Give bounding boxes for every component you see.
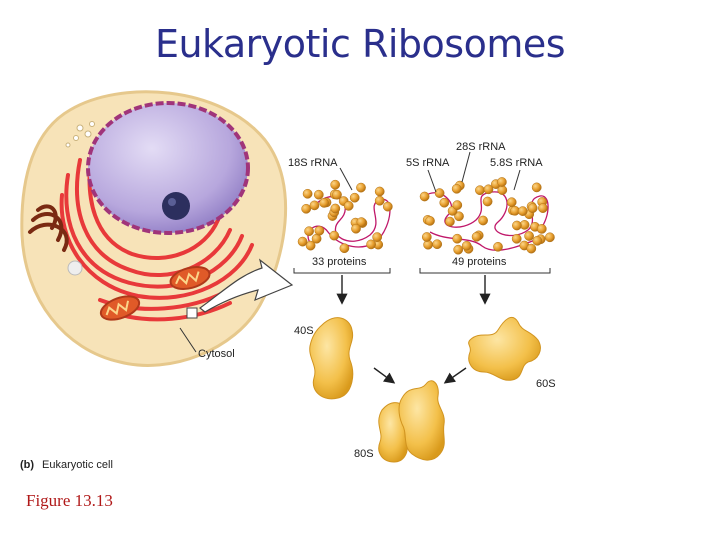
protein-sphere bbox=[497, 177, 506, 186]
rrna-28s-leader bbox=[462, 152, 470, 182]
protein-sphere bbox=[350, 193, 359, 202]
protein-sphere bbox=[422, 232, 431, 241]
protein-sphere bbox=[512, 221, 521, 230]
protein-sphere bbox=[545, 233, 554, 242]
large-bracket bbox=[420, 268, 550, 273]
small-bracket bbox=[294, 268, 390, 273]
protein-sphere bbox=[479, 216, 488, 225]
rrna-18s-label: 18S rRNA bbox=[288, 157, 338, 169]
protein-sphere bbox=[525, 231, 534, 240]
subunit-60s bbox=[469, 317, 541, 380]
eukaryotic-cell bbox=[22, 92, 286, 366]
protein-sphere bbox=[498, 186, 507, 195]
protein-sphere bbox=[518, 207, 527, 216]
part-letter: (b) bbox=[20, 459, 34, 471]
protein-sphere bbox=[484, 185, 493, 194]
subunit-40s-label: 40S bbox=[294, 325, 314, 337]
protein-sphere bbox=[528, 204, 537, 213]
protein-sphere bbox=[332, 190, 341, 199]
protein-spheres bbox=[298, 180, 392, 253]
zoom-box bbox=[187, 308, 197, 318]
protein-sphere bbox=[375, 187, 384, 196]
rrna-5s-label: 5S rRNA bbox=[406, 157, 450, 169]
protein-sphere bbox=[454, 245, 463, 254]
protein-sphere bbox=[493, 242, 502, 251]
large-proteins-label: 49 proteins bbox=[452, 256, 507, 268]
protein-sphere bbox=[315, 226, 324, 235]
protein-sphere bbox=[453, 234, 462, 243]
cell-caption: Eukaryotic cell bbox=[42, 459, 113, 471]
cytosol-label: Cytosol bbox=[198, 348, 235, 360]
protein-sphere bbox=[435, 189, 444, 198]
rrna-28s-label: 28S rRNA bbox=[456, 141, 506, 153]
protein-sphere bbox=[483, 197, 492, 206]
protein-sphere bbox=[507, 198, 516, 207]
protein-sphere bbox=[373, 233, 382, 242]
protein-sphere bbox=[330, 231, 339, 240]
ribosome-80s-label: 80S bbox=[354, 448, 374, 460]
protein-sphere bbox=[303, 189, 312, 198]
protein-sphere bbox=[331, 204, 340, 213]
protein-sphere bbox=[533, 236, 542, 245]
protein-sphere bbox=[420, 192, 429, 201]
protein-sphere bbox=[351, 224, 360, 233]
protein-sphere bbox=[383, 202, 392, 211]
assembly-arrow-right bbox=[446, 368, 466, 382]
protein-sphere bbox=[340, 244, 349, 253]
protein-sphere bbox=[331, 180, 340, 189]
protein-sphere bbox=[527, 244, 536, 253]
protein-sphere bbox=[452, 184, 461, 193]
protein-sphere bbox=[302, 204, 311, 213]
subunit-60s-label: 60S bbox=[536, 378, 556, 390]
protein-sphere bbox=[356, 183, 365, 192]
figure-caption: Figure 13.13 bbox=[26, 491, 113, 511]
protein-sphere bbox=[445, 217, 454, 226]
protein-sphere bbox=[440, 198, 449, 207]
protein-sphere bbox=[305, 227, 314, 236]
protein-sphere bbox=[532, 183, 541, 192]
protein-sphere bbox=[314, 190, 323, 199]
protein-sphere bbox=[320, 198, 329, 207]
protein-sphere bbox=[344, 201, 353, 210]
protein-sphere bbox=[538, 204, 547, 213]
protein-sphere bbox=[310, 201, 319, 210]
rrna-58s-leader bbox=[514, 170, 520, 190]
protein-sphere bbox=[425, 216, 434, 225]
protein-spheres bbox=[420, 177, 555, 254]
protein-sphere bbox=[433, 240, 442, 249]
protein-sphere bbox=[472, 232, 481, 241]
rrna-58s-label: 5.8S rRNA bbox=[490, 157, 543, 169]
vesicle bbox=[68, 261, 82, 275]
rrna-18s-leader bbox=[340, 168, 352, 190]
protein-sphere bbox=[537, 224, 546, 233]
protein-sphere bbox=[453, 201, 462, 210]
protein-sphere bbox=[298, 237, 307, 246]
small-proteins-label: 33 proteins bbox=[312, 256, 367, 268]
protein-sphere bbox=[462, 241, 471, 250]
nucleolus bbox=[162, 192, 190, 220]
ribosome-80s bbox=[379, 381, 445, 462]
subunit-40s bbox=[310, 318, 353, 399]
protein-sphere bbox=[375, 196, 384, 205]
protein-sphere bbox=[475, 186, 484, 195]
rrna-5s-leader bbox=[428, 170, 436, 192]
protein-sphere bbox=[512, 234, 521, 243]
assembly-arrow-left bbox=[374, 368, 393, 382]
protein-sphere bbox=[367, 240, 376, 249]
